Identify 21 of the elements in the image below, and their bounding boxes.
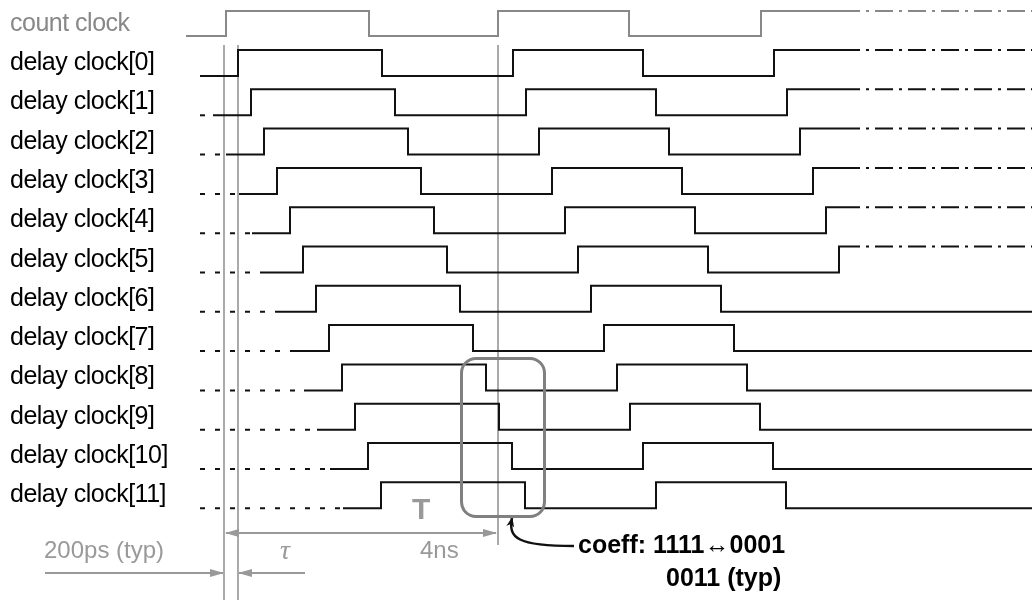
signal-name: delay clock[11]: [10, 481, 166, 507]
signal-name: delay clock[0]: [10, 49, 155, 74]
signal-name: delay clock[10]: [10, 442, 168, 467]
signal-name: delay clock[8]: [10, 363, 155, 389]
signal-name: delay clock[6]: [10, 284, 155, 310]
annotation-text: 0011 (typ): [666, 565, 782, 590]
signal-name: delay clock[3]: [10, 166, 155, 192]
annotation-text: coeff: 1111↔0001: [578, 532, 786, 557]
arrow: [506, 517, 574, 548]
signal-name: delay clock[1]: [10, 88, 155, 114]
dimension-label: τ: [280, 536, 291, 564]
signal-name: delay clock[2]: [10, 127, 155, 153]
period-label: T: [412, 494, 431, 524]
signal-name: delay clock[7]: [10, 324, 155, 350]
highlight-box: [460, 357, 546, 518]
signal-name: delay clock[5]: [10, 245, 155, 271]
dimension-label: 4ns: [420, 538, 459, 562]
signal-name: delay clock[9]: [10, 402, 155, 428]
signal-name: delay clock[4]: [10, 206, 155, 232]
dimension-label: 200ps (typ): [44, 538, 165, 562]
signal-name: count clock: [10, 9, 130, 35]
